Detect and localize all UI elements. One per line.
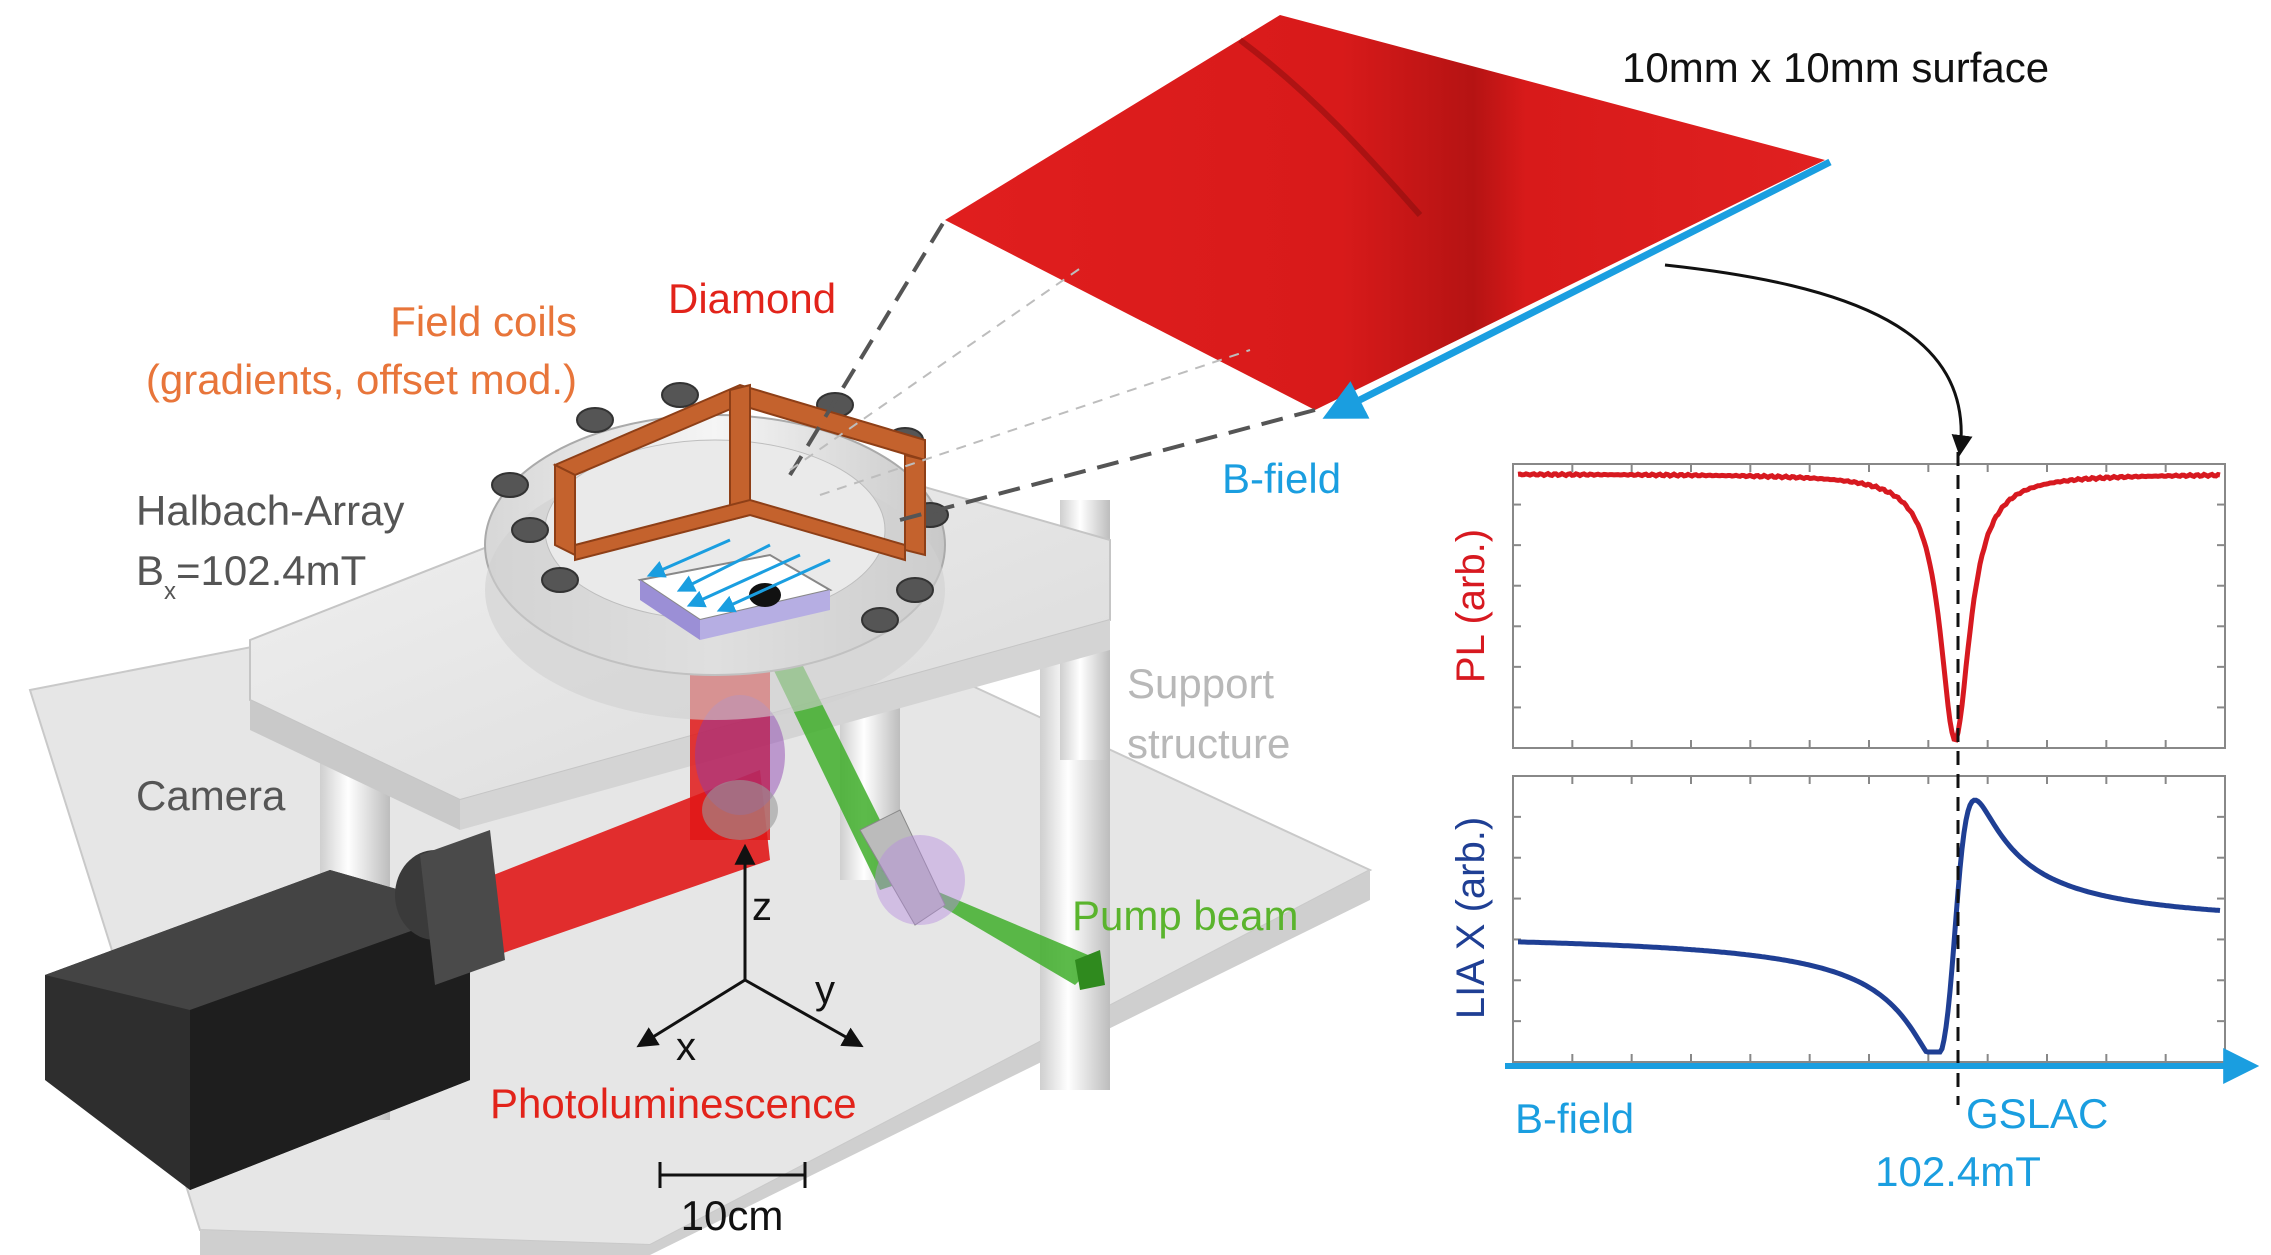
scale-bar <box>658 1162 807 1188</box>
lia-curve <box>1518 797 2221 1055</box>
lia-axis-label: LIA X (arb.) <box>1449 817 1493 1019</box>
surface-map <box>945 15 1825 410</box>
field-coils <box>552 383 926 562</box>
bolt <box>491 472 529 498</box>
projection-lines <box>788 218 1316 522</box>
scale-label: 10cm <box>681 1192 784 1239</box>
surface-label: 10mm x 10mm surface <box>1622 44 2049 91</box>
photoluminescence-label: Photoluminescence <box>490 1080 857 1127</box>
axis-x-label: x <box>676 1025 696 1069</box>
axis-y-label: y <box>815 968 835 1012</box>
lia-plot-frame <box>1512 775 2226 1063</box>
bolt <box>511 517 549 543</box>
axis-z-label: z <box>752 885 772 929</box>
apparatus-illustration <box>28 382 1373 1255</box>
bolt <box>896 577 934 603</box>
bolt <box>861 607 899 633</box>
bolt <box>661 382 699 408</box>
pl-axis-label: PL (arb.) <box>1449 529 1493 683</box>
link-arrow <box>1664 263 1973 457</box>
coordinate-axes <box>636 843 864 1048</box>
pump-beam-label: Pump beam <box>1072 892 1298 939</box>
bolt <box>576 407 614 433</box>
diamond-label: Diamond <box>668 275 836 322</box>
bfield-axis-label: B-field <box>1515 1095 1634 1142</box>
camera-body <box>45 830 505 1190</box>
bfield-surface-arrow <box>1322 158 1832 419</box>
field-coils-label: Field coils <box>390 298 577 345</box>
field-coils-sublabel: (gradients, offset mod.) <box>146 356 577 403</box>
bfield-top-label: B-field <box>1222 455 1341 502</box>
spectrum-plots <box>1505 452 2260 1105</box>
camera-label: Camera <box>136 772 286 819</box>
support-label: Support <box>1127 660 1274 707</box>
gslac-label: GSLAC <box>1966 1090 2108 1137</box>
pl-curve <box>1517 470 2221 743</box>
pl-plot-frame <box>1512 463 2226 749</box>
support-sublabel: structure <box>1127 720 1290 767</box>
bolt <box>541 567 579 593</box>
pl-beam <box>430 770 770 975</box>
bfield-arrows <box>646 538 831 613</box>
halbach-field-label: Bx=102.4mT <box>136 547 366 605</box>
halbach-label: Halbach-Array <box>136 487 404 534</box>
pump-mirror <box>859 809 946 926</box>
gslac-value-label: 102.4mT <box>1875 1148 2041 1195</box>
